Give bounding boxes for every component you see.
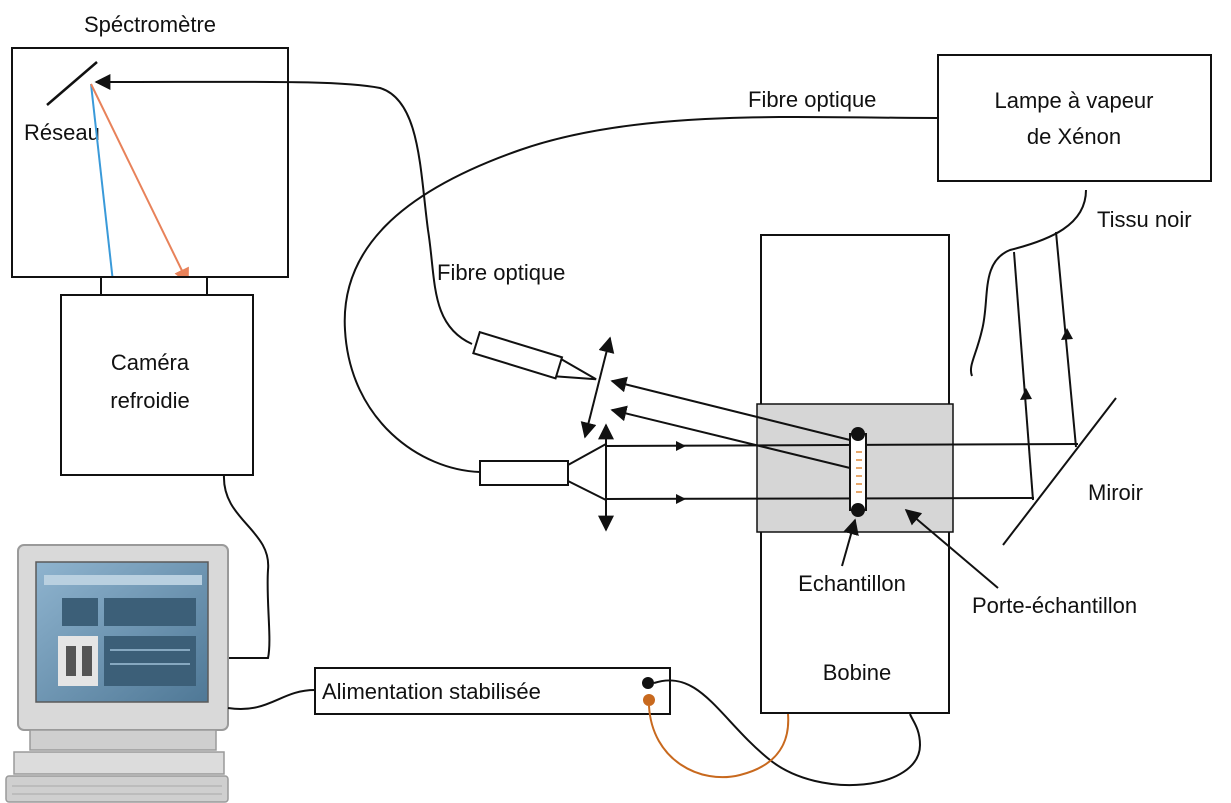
fiber-mid-label: Fibre optique	[437, 260, 565, 285]
sample-marks	[856, 451, 862, 493]
power-supply-label: Alimentation stabilisée	[322, 679, 541, 704]
fiber-lamp-to-collimator	[343, 115, 939, 473]
black-wire	[653, 679, 922, 786]
sample-holder-label: Porte-échantillon	[972, 593, 1137, 618]
camera-label-line2: refroidie	[110, 388, 189, 413]
terminal-orange	[643, 694, 655, 706]
fiber-top-label: Fibre optique	[748, 87, 876, 112]
sample-cap-bottom	[851, 503, 865, 517]
grating-label: Réseau	[24, 120, 100, 145]
reflected-ray-1	[610, 376, 851, 441]
reflected-ray-2	[610, 405, 851, 469]
lamp-beam-left	[1013, 251, 1034, 501]
camera-label-line1: Caméra	[111, 350, 190, 375]
camera-computer-cable	[222, 474, 271, 659]
sample-pointer	[841, 518, 859, 567]
coil-label: Bobine	[823, 660, 892, 685]
camera-box	[60, 294, 254, 476]
source-cone	[567, 443, 607, 501]
ray-arrow-upper	[676, 441, 686, 451]
ray-arrow-lower	[676, 494, 686, 504]
detector-collimator	[472, 330, 597, 381]
incident-ray-lower	[605, 497, 1035, 500]
lens-upper	[580, 336, 615, 439]
spectrometer-label: Spéctromètre	[84, 12, 216, 37]
terminal-black	[642, 677, 654, 689]
lamp-label-line1: Lampe à vapeur	[995, 88, 1154, 113]
computer-monitor-icon	[5, 544, 229, 803]
source-collimator	[479, 460, 569, 486]
orange-ray	[90, 83, 189, 285]
black-cloth-curve	[970, 189, 1087, 377]
orange-wire	[648, 705, 790, 779]
power-supply-box	[314, 667, 671, 715]
sample-cap-top	[851, 427, 865, 441]
grating-line	[46, 61, 98, 106]
mirror-line	[1002, 397, 1117, 546]
black-cloth-label: Tissu noir	[1097, 207, 1192, 232]
lamp-beam-arrow-right	[1061, 328, 1073, 340]
sample-label: Echantillon	[798, 571, 906, 596]
lamp-label-line2: de Xénon	[1027, 124, 1121, 149]
lamp-box	[937, 54, 1212, 182]
spectrometer-box	[11, 47, 289, 278]
mirror-label: Miroir	[1088, 480, 1143, 505]
sample-holder-pointer	[904, 508, 999, 589]
lamp-beam-arrow-left	[1020, 388, 1032, 400]
fiber-collimator-to-spectrometer	[94, 73, 473, 345]
sample-tube	[849, 433, 867, 511]
computer-power-cable	[227, 689, 316, 710]
blue-ray	[90, 83, 121, 293]
camera-connector	[100, 276, 208, 296]
